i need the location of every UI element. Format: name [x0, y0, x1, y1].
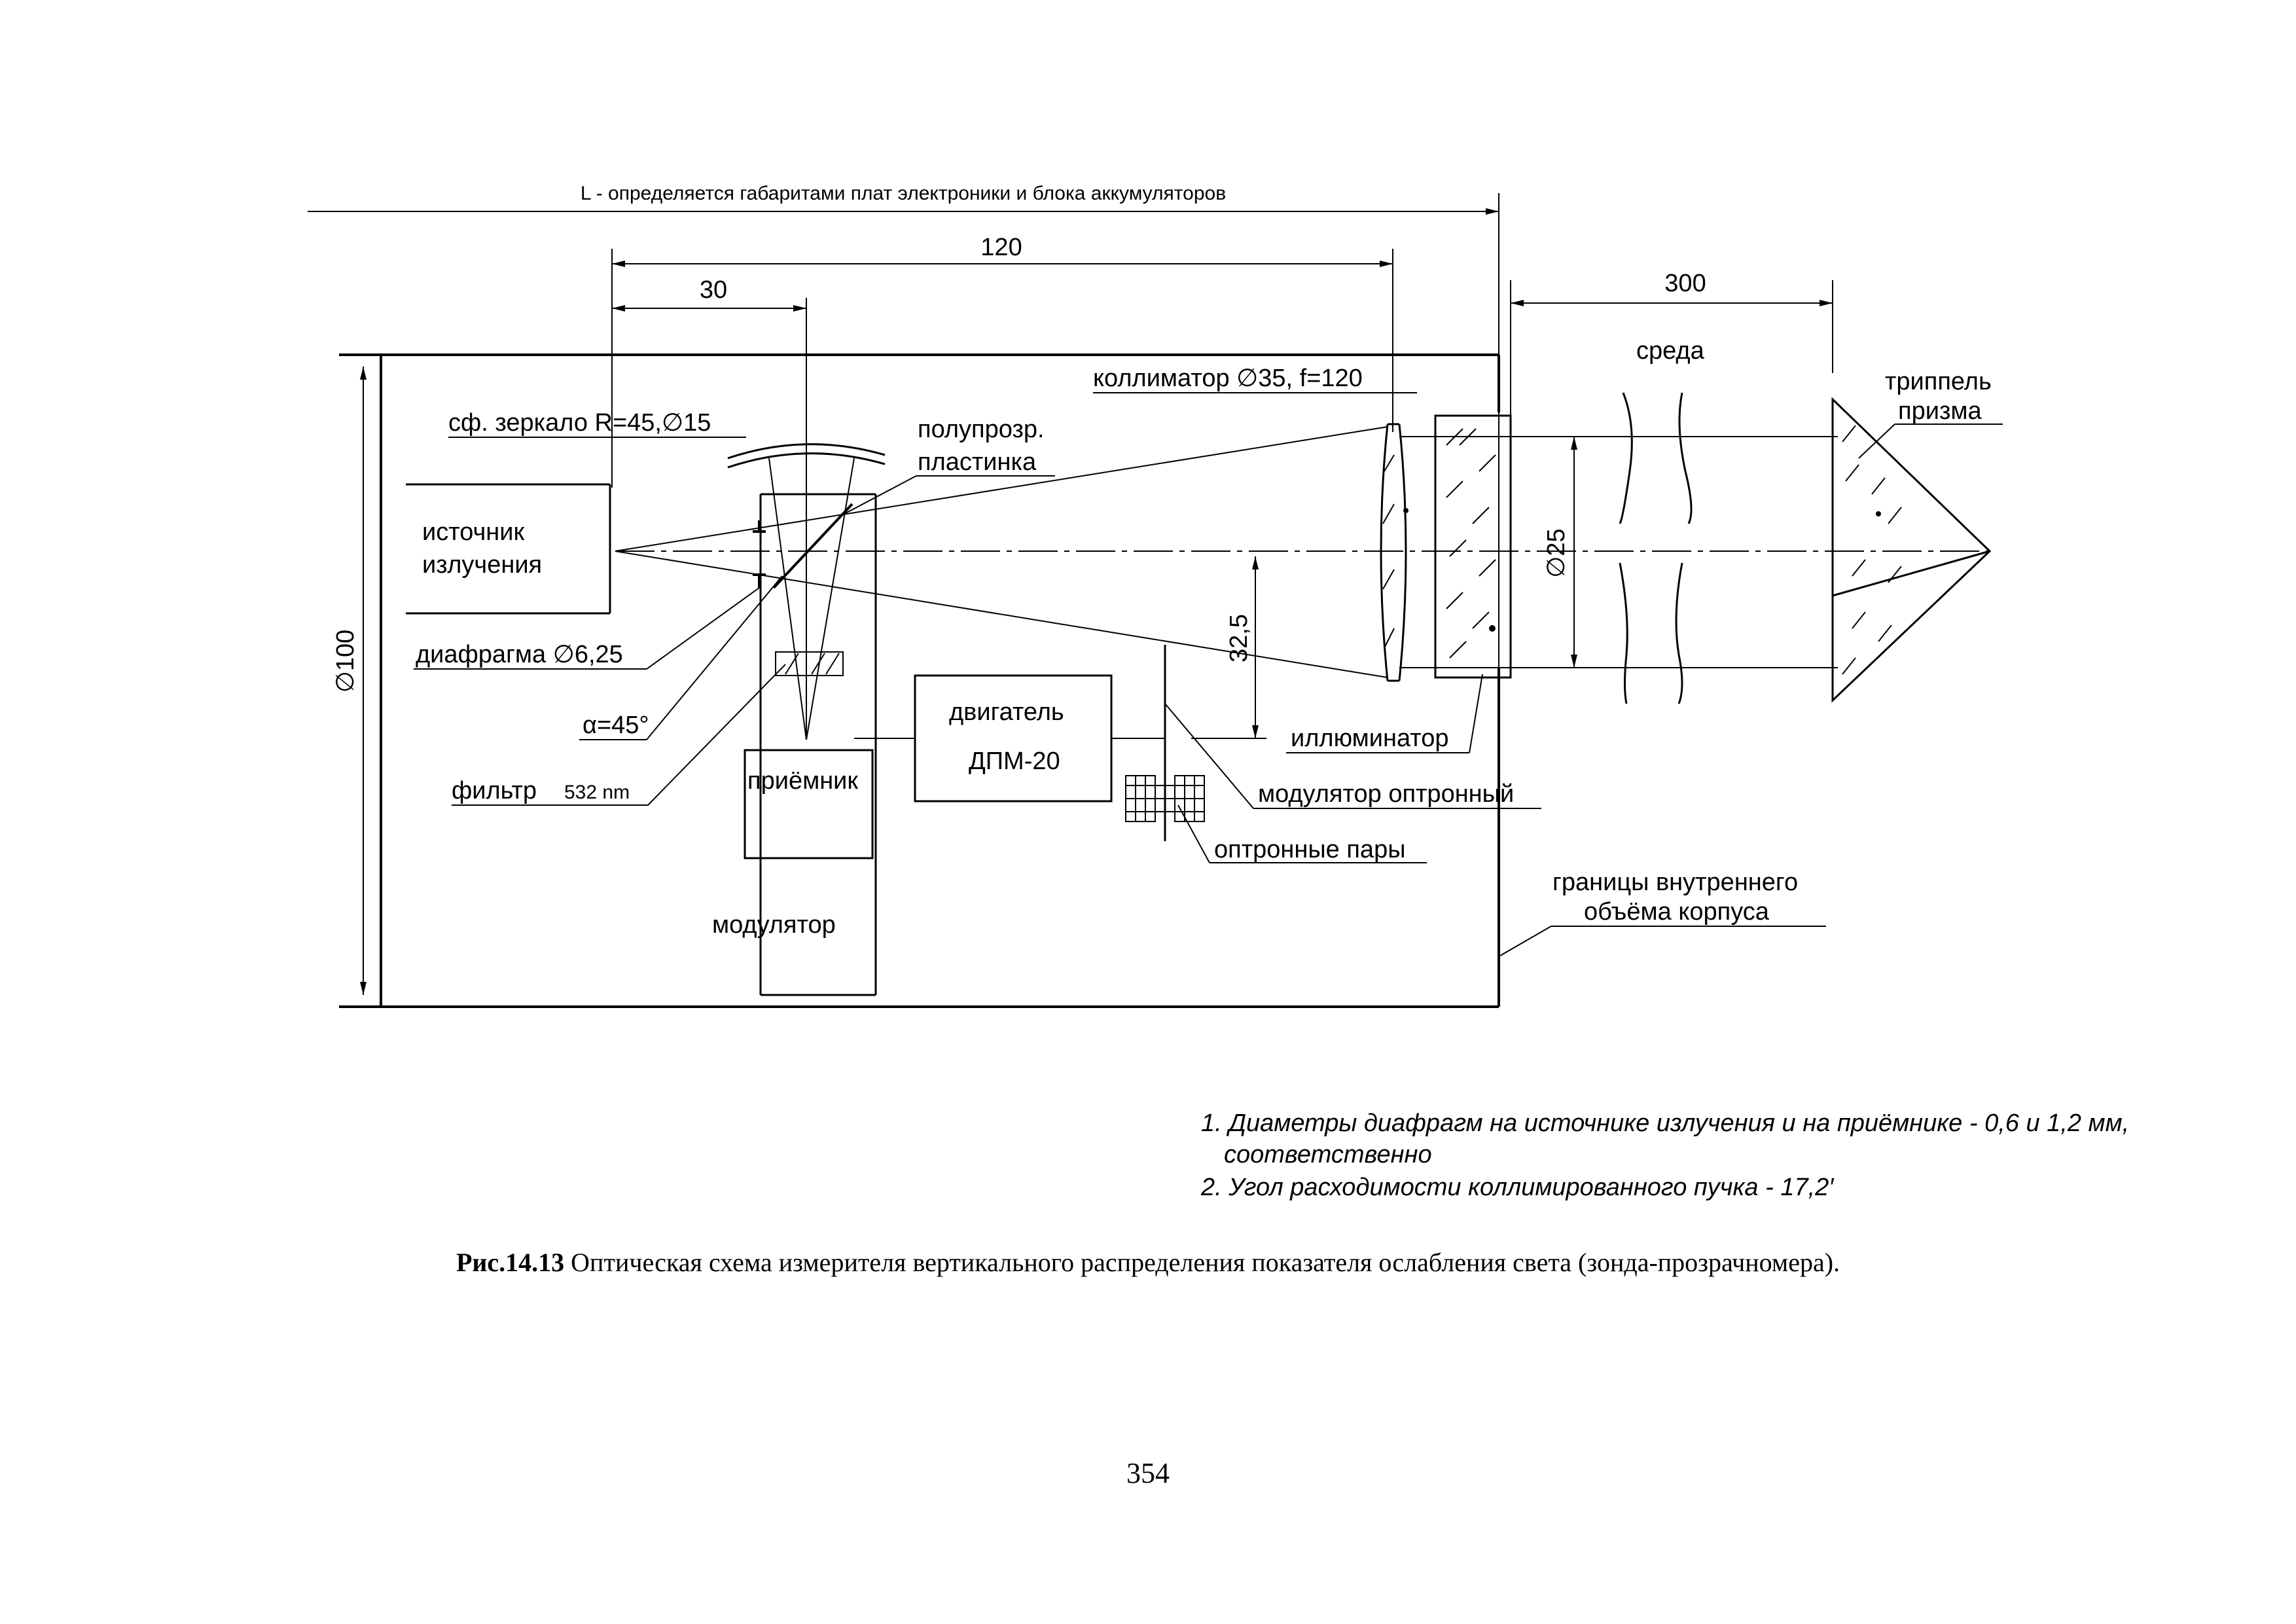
figure-caption-text: Оптическая схема измерителя вертикальног…	[564, 1248, 1840, 1277]
dimension-30-label: 30	[700, 276, 727, 304]
housing-outline	[339, 353, 1500, 1008]
svg-text:оптронные пары: оптронные пары	[1214, 836, 1406, 863]
receiver-label: приёмник	[747, 767, 858, 795]
label-diaphragm: диафрагма ∅6,25	[414, 587, 760, 670]
dimension-32-5: 32,5	[1191, 556, 1266, 739]
beam-splitter-plate	[753, 503, 853, 589]
svg-text:границы внутреннего: границы внутреннего	[1552, 869, 1798, 896]
svg-text:диафрагма ∅6,25: диафрагма ∅6,25	[416, 641, 623, 668]
receiver-box	[744, 749, 874, 859]
label-alpha: α=45°	[579, 575, 783, 740]
label-collimator: коллиматор ∅35, f=120	[1093, 365, 1417, 393]
svg-text:532 nm: 532 nm	[564, 782, 630, 803]
label-filter: фильтр 532 nm	[452, 664, 786, 806]
beam-rays	[615, 419, 1838, 740]
svg-text:пластинка: пластинка	[918, 448, 1037, 476]
note-1-cont: соответственно	[1224, 1141, 1432, 1168]
dimension-L: L - определяется габаритами плат электро…	[308, 183, 1499, 962]
prism-label-2: призма	[1898, 397, 1982, 425]
label-opto-modulator: модулятор оптронный	[1164, 703, 1541, 809]
radiation-source: источник излучения	[406, 483, 611, 615]
svg-text:сф. зеркало R=45,∅15: сф. зеркало R=45,∅15	[448, 409, 711, 437]
dimension-300: 300	[1510, 270, 1833, 432]
label-plate: полупрозр. пластинка	[844, 416, 1055, 514]
spherical-mirror	[727, 443, 886, 460]
motor-label-1: двигатель	[949, 698, 1064, 726]
triple-prism: триппель призма	[1831, 368, 2003, 703]
figure-caption: Рис.14.13 Оптическая схема измерителя ве…	[0, 1247, 2296, 1278]
dimension-d100: ∅100	[332, 367, 367, 995]
svg-text:полупрозр.: полупрозр.	[918, 416, 1045, 443]
dimension-32-5-label: 32,5	[1225, 614, 1253, 662]
label-opto-pairs: оптронные пары	[1177, 804, 1427, 863]
svg-text:модулятор оптронный: модулятор оптронный	[1258, 780, 1514, 808]
source-label-1: источник	[422, 518, 525, 546]
prism-label-1: триппель	[1885, 368, 1992, 395]
label-illuminator: иллюминатор	[1286, 674, 1483, 753]
source-label-2: излучения	[422, 551, 542, 579]
opto-modulator	[1125, 645, 1205, 841]
motor-label-2: ДПМ-20	[969, 748, 1060, 775]
dimension-d25: ∅25	[1543, 437, 1577, 668]
svg-text:объёма корпуса: объёма корпуса	[1584, 898, 1770, 926]
label-mirror: сф. зеркало R=45,∅15	[448, 409, 746, 438]
dimension-300-label: 300	[1664, 270, 1706, 297]
dimension-120: 120	[611, 234, 1393, 488]
dimension-d100-label: ∅100	[332, 630, 359, 693]
collimator-lens	[1380, 423, 1408, 682]
dimension-d25-label: ∅25	[1543, 528, 1570, 577]
svg-text:иллюминатор: иллюминатор	[1291, 725, 1449, 752]
dimension-120-label: 120	[980, 234, 1022, 261]
note-2: 2. Угол расходимости коллимированного пу…	[1200, 1174, 1835, 1201]
dimension-L-label: L - определяется габаритами плат электро…	[581, 183, 1226, 204]
notes-block: 1. Диаметры диафрагм на источнике излуче…	[1200, 1110, 2129, 1201]
modulator-label: модулятор	[712, 911, 836, 939]
svg-text:коллиматор ∅35, f=120: коллиматор ∅35, f=120	[1093, 365, 1363, 392]
illuminator-window	[1434, 414, 1512, 679]
svg-text:фильтр: фильтр	[452, 777, 537, 804]
note-1: 1. Диаметры диафрагм на источнике излуче…	[1201, 1110, 2129, 1137]
motor-dpm20: двигатель ДПМ-20	[854, 674, 1165, 803]
page-number: 354	[1126, 1457, 1170, 1489]
receiver-assembly: приёмник модулятор	[712, 493, 877, 996]
figure-number: Рис.14.13	[456, 1248, 565, 1277]
label-boundary: границы внутреннего объёма корпуса	[1499, 869, 1826, 956]
medium-break-lines: среда	[1619, 337, 1705, 704]
filter-element	[775, 651, 844, 676]
medium-label: среда	[1636, 337, 1705, 365]
svg-text:α=45°: α=45°	[583, 712, 649, 739]
